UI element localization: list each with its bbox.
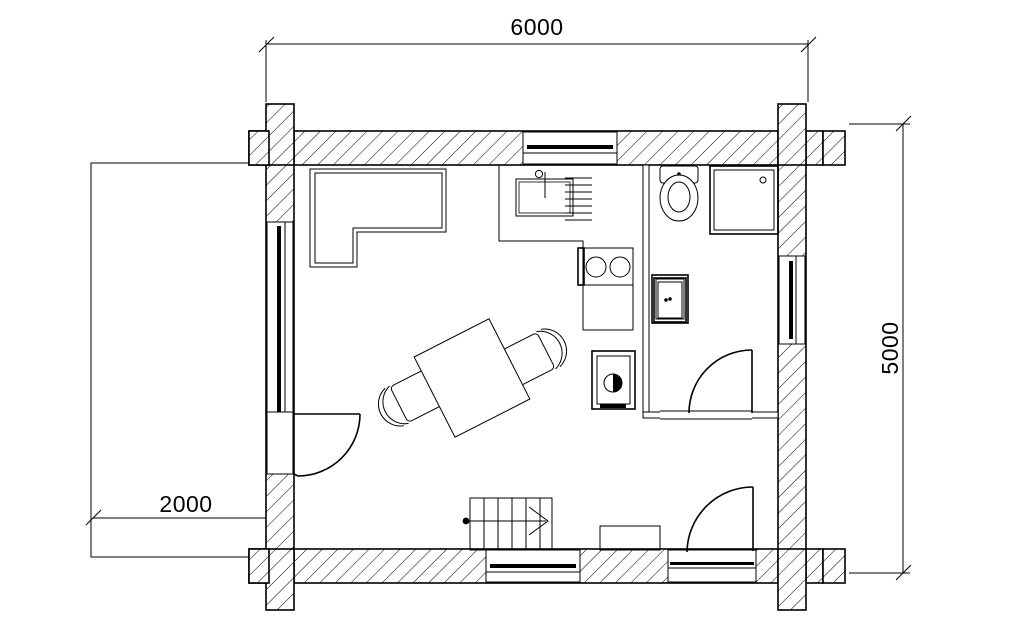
washbasin bbox=[651, 274, 689, 324]
wall-stub-top-left bbox=[248, 130, 270, 166]
door-entry-bottom bbox=[667, 486, 757, 583]
door-bathroom bbox=[660, 349, 753, 420]
sliding-glass-door-left-wall bbox=[266, 221, 294, 419]
wall-stub-bottom-left bbox=[248, 548, 270, 584]
dining-table-group bbox=[377, 318, 568, 438]
corner-sofa bbox=[309, 168, 447, 268]
toilet bbox=[659, 165, 699, 222]
corner-pilaster-bottom-right bbox=[777, 548, 807, 611]
wall-cabinet bbox=[653, 277, 687, 323]
dimension-bottom-left: 2000 bbox=[85, 491, 287, 526]
wall-right bbox=[777, 130, 807, 584]
kitchen-sink bbox=[515, 169, 574, 217]
shower-tray bbox=[709, 165, 779, 235]
window-bottom-wall bbox=[485, 549, 581, 583]
corner-pilaster-top-right bbox=[777, 103, 807, 166]
wall-stub-top-right bbox=[822, 130, 846, 166]
dining-table bbox=[413, 318, 531, 438]
door-left-wall bbox=[266, 411, 361, 477]
cooktop-two-burner bbox=[577, 247, 634, 331]
washing-machine bbox=[591, 350, 636, 410]
kitchen-drainboard bbox=[565, 177, 592, 221]
window-right-wall bbox=[778, 255, 806, 345]
dimension-right-label: 5000 bbox=[877, 321, 903, 374]
dimension-top-label: 6000 bbox=[510, 14, 563, 40]
corner-pilaster-bottom-left bbox=[265, 548, 295, 611]
dimension-right: 5000 bbox=[849, 115, 912, 581]
dimension-top: 6000 bbox=[258, 14, 817, 102]
staircase bbox=[462, 497, 553, 551]
dimension-bottom-left-label: 2000 bbox=[159, 491, 212, 517]
corner-pilaster-top-left bbox=[265, 103, 295, 166]
partition-bathroom-left bbox=[642, 164, 650, 419]
entry-cabinet bbox=[599, 525, 661, 551]
wall-stub-bottom-right bbox=[822, 548, 846, 584]
window-top-wall bbox=[522, 131, 618, 165]
